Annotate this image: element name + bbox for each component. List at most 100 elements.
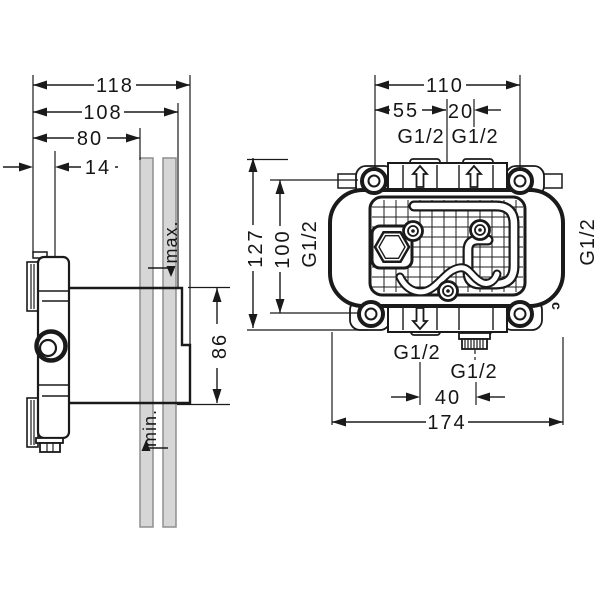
screw-center (446, 289, 450, 293)
ear-notch (337, 173, 359, 189)
dim-arrow-right-icon (126, 133, 140, 143)
valve-block (368, 195, 527, 302)
dim-arrow-left-icon (55, 162, 69, 172)
dimension-20: 20 (448, 101, 501, 123)
mounting-hole-bore (513, 307, 527, 321)
dim-arrow-right-icon (164, 107, 178, 117)
mounting-box-outline (67, 286, 192, 405)
dim-arrow-down-icon (248, 314, 258, 328)
dim-20-value: 20 (448, 101, 474, 123)
channel-s-inner (397, 265, 500, 295)
dim-text-bg (94, 75, 136, 94)
dim-text-bg (81, 157, 115, 176)
thread-hatch (464, 339, 484, 349)
dim-arrow-left-icon (33, 133, 47, 143)
dim-arrow-left-icon (476, 392, 490, 402)
dim-arrow-right-icon (19, 162, 33, 172)
dim-text-bg (244, 225, 267, 271)
dim-174-value: 174 (427, 412, 466, 434)
dim-108-value: 108 (83, 102, 122, 124)
flow-up-arrow-icon (411, 164, 429, 188)
port-label-top-right: G1/2 (451, 126, 498, 148)
dim-110-value: 110 (426, 75, 464, 97)
top-flange-body (387, 162, 508, 193)
front-view: c 110 (244, 75, 599, 434)
wall-layer-front (139, 157, 154, 528)
dim-127-value: 127 (245, 228, 267, 267)
port-label-top-left: G1/2 (397, 126, 444, 148)
flow-up-arrow-icon (465, 164, 483, 188)
dim-text-bg (426, 412, 468, 431)
dim-arrow-right-icon (506, 80, 520, 90)
wall-layer-back (162, 157, 177, 528)
top-flange (387, 158, 508, 193)
dim-arrow-left-icon (33, 107, 47, 117)
dim-arrow-up-icon (212, 288, 222, 302)
dim-40-value: 40 (435, 387, 461, 409)
dim-arrow-right-icon (432, 105, 446, 115)
dim-arrow-up-icon (275, 180, 285, 194)
dim-text-bg (74, 128, 107, 147)
dim-text-bg (270, 226, 293, 272)
dimension-86: 86 (205, 288, 231, 403)
dimension-55: 55 (375, 100, 446, 122)
water-channel (395, 200, 520, 297)
mounting-hole-bore (367, 174, 381, 188)
port-label-side-right: G1/2 (577, 218, 599, 265)
dim-14-value: 14 (85, 157, 111, 179)
wall-layers (139, 157, 177, 528)
dim-arrow-left-icon (375, 80, 389, 90)
dim-text-bg (424, 75, 466, 94)
dim-arrow-left-icon (332, 417, 346, 427)
min-label: min. (140, 409, 160, 447)
max-label: max. (161, 220, 181, 263)
dimension-174: 174 (332, 412, 563, 434)
hex-plug (370, 224, 414, 270)
dim-arrow-right-icon (176, 80, 190, 90)
dim-text-bg (390, 100, 422, 119)
dim-arrow-right-icon (549, 417, 563, 427)
side-view: max. min. 118 1 (3, 75, 231, 528)
dim-arrow-left-icon (375, 105, 389, 115)
dimension-100: 100 (270, 180, 294, 313)
dim-arrow-down-icon (275, 299, 285, 313)
ear-notch (541, 173, 563, 189)
mounting-hole-bore (364, 307, 378, 321)
plaster-range-markers: max. min. (140, 220, 181, 451)
dimension-40: 40 (391, 387, 505, 409)
dim-text-bg (82, 102, 124, 121)
mold-marking: c (549, 302, 565, 310)
dimension-110: 110 (375, 75, 520, 97)
port-label-side-left: G1/2 (299, 220, 321, 267)
side-view-extension-lines (32, 75, 230, 406)
min-arrow-icon (141, 440, 151, 451)
port-label-bottom-left: G1/2 (393, 342, 440, 364)
dim-arrow-down-icon (212, 389, 222, 403)
dimension-108: 108 (33, 102, 178, 124)
front-view-extension-lines (247, 75, 564, 425)
dimension-127: 127 (244, 158, 267, 328)
screw-center (478, 228, 482, 232)
mounting-box-side (67, 286, 192, 405)
front-flange-top (26, 261, 39, 312)
dim-arrow-right-icon (406, 392, 420, 402)
dimension-80: 80 (33, 128, 140, 150)
dim-arrow-left-icon (474, 105, 488, 115)
screw-center (411, 229, 415, 233)
bottom-stub (39, 442, 61, 453)
hex-plug-inner (378, 234, 406, 259)
dim-arrow-up-icon (248, 158, 258, 172)
flow-down-arrow-icon (411, 307, 429, 331)
side-port-bore (38, 338, 58, 358)
port-label-bottom-right: G1/2 (450, 361, 497, 383)
dim-text-bg (205, 324, 228, 368)
valve-side-profile (26, 251, 71, 453)
dim-80-value: 80 (77, 128, 103, 150)
screws (402, 219, 491, 302)
dimension-118: 118 (33, 75, 190, 97)
dim-118-value: 118 (96, 75, 134, 97)
dim-86-value: 86 (209, 333, 231, 359)
mounting-holes (357, 167, 534, 328)
